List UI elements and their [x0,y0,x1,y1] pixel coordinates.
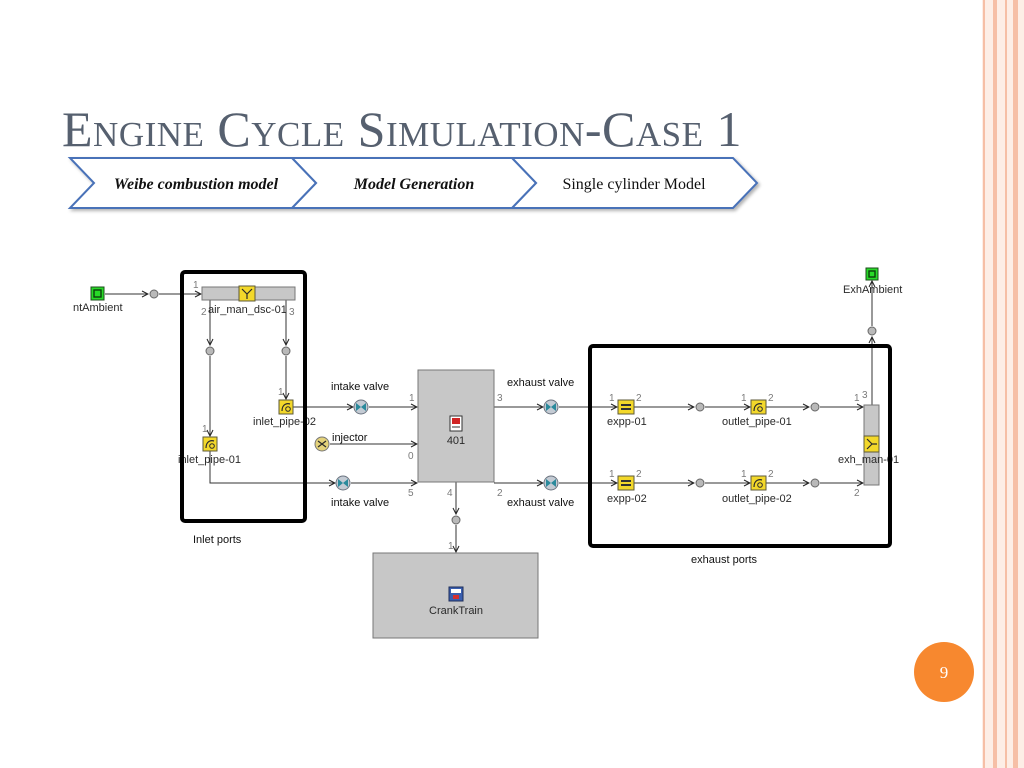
exhaust-port-icon [617,475,635,491]
inlet-pipe-02: inlet_pipe-02 1 [253,387,316,428]
port-number: 2 [636,393,642,404]
inlet-ports-group-label: Inlet ports [193,534,242,546]
junction-node [810,402,820,412]
page-number-badge-circle [914,642,974,702]
port-number: 2 [201,307,207,318]
chevron-step-3-label: Single cylinder Model [562,176,706,193]
inlet-ports-group-box [180,270,307,523]
crank-train-label: CrankTrain [429,605,483,617]
port-number: 3 [862,390,868,401]
expp-01-label: expp-01 [607,416,647,428]
exhaust-manifold: exh_man-01 1 3 2 [838,390,899,499]
intake-valve-upper-label: intake valve [331,381,389,393]
slide-title: Engine Cycle Simulation-Case 1 [62,101,742,157]
port-number: 2 [636,469,642,480]
port-number: 5 [408,488,414,499]
junction-node [867,326,877,336]
page-number-badge: 9 [914,642,974,702]
outlet-pipe-02: outlet_pipe-02 1 2 [722,469,792,505]
junction-node [695,402,705,412]
port-number: 2 [768,469,774,480]
exhaust-ports-group-label: exhaust ports [691,554,758,566]
injector-label: injector [332,432,368,444]
expp-02-label: expp-02 [607,493,647,505]
junction-node [281,346,291,356]
junction-node [149,289,159,299]
air-manifold: air_man_dsc-01 1 2 3 [193,280,296,318]
port-number: 4 [447,488,453,499]
port-number: 1 [409,393,415,404]
port-number: 1 [609,469,615,480]
connector [209,451,335,483]
port-number: 2 [497,488,503,499]
process-chevrons: Weibe combustion model Model Generation … [67,157,759,209]
exhaust-valve-upper-label: exhaust valve [507,377,574,389]
port-number: 1 [854,393,860,404]
pipe-icon [202,436,218,452]
inlet-pipe-01: inlet_pipe-01 1 [178,424,241,466]
inlet-ambient: ntAmbient [73,286,123,314]
junction-node [451,515,461,525]
outlet-pipe-01: outlet_pipe-01 1 2 [722,393,792,428]
intake-valve-lower: intake valve [331,475,389,509]
injector: injector [314,432,368,452]
exhaust-ambient: ExhAmbient [843,267,902,296]
page-number: 9 [940,663,949,682]
intake-valve-lower-label: intake valve [331,497,389,509]
expp-01: expp-01 1 2 [607,393,647,428]
pipe-icon [278,399,294,415]
exhaust-valve-lower: exhaust valve [507,475,574,509]
port-number: 0 [408,451,414,462]
exhaust-valve-lower-label: exhaust valve [507,497,574,509]
connectors [105,281,872,552]
port-number: 1 [193,280,199,291]
expp-02: expp-02 1 2 [607,469,647,505]
cylinder: 401 1 0 5 3 2 4 [408,369,503,499]
chevron-step-1-label: Weibe combustion model [114,176,279,193]
exhaust-valve-upper: exhaust valve [507,377,574,415]
exhaust-manifold-label: exh_man-01 [838,454,899,466]
outlet-pipe-02-label: outlet_pipe-02 [722,493,792,505]
air-manifold-label: air_man_dsc-01 [208,304,287,316]
exhaust-port-icon [617,399,635,415]
junction-nodes [149,289,877,525]
engine-model-diagram: ntAmbient air_man_dsc-01 1 2 3 inlet_pip… [73,267,902,639]
port-number: 1 [202,424,208,435]
outlet-pipe-01-label: outlet_pipe-01 [722,416,792,428]
ambient-icon [90,286,105,301]
ambient-icon [865,267,879,281]
crank-train: CrankTrain 1 [372,541,539,639]
exhaust-ambient-label: ExhAmbient [843,284,902,296]
junction-node [205,346,215,356]
inlet-pipe-01-label: inlet_pipe-01 [178,454,241,466]
port-number: 3 [497,393,503,404]
port-number: 1 [609,393,615,404]
port-number: 2 [854,488,860,499]
port-number: 1 [741,393,747,404]
chevron-step-1 [67,157,318,209]
chevron-step-2-label: Model Generation [353,176,475,193]
port-number: 1 [741,469,747,480]
exhaust-ports-group-box [588,344,892,548]
junction-node [810,478,820,488]
decorative-border-stripes [982,0,1024,768]
inlet-ambient-label: ntAmbient [73,302,123,314]
port-number: 2 [768,393,774,404]
port-number: 3 [289,307,295,318]
cylinder-label: 401 [447,435,465,447]
junction-node [695,478,705,488]
inlet-pipe-02-label: inlet_pipe-02 [253,416,316,428]
port-number: 1 [448,541,454,552]
intake-valve-upper: intake valve [331,381,389,415]
port-number: 1 [278,387,284,398]
